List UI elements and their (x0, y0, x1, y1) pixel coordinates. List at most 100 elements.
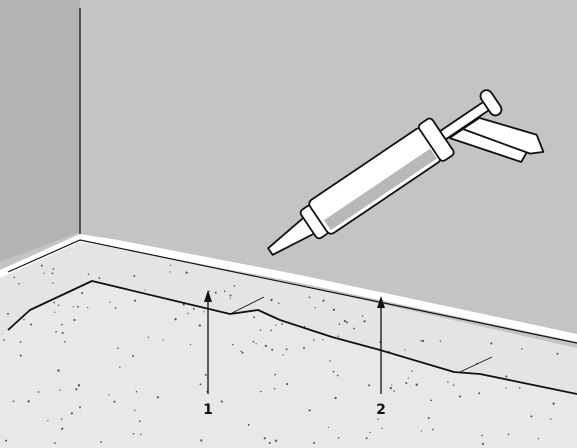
speckle-dot (140, 433, 142, 436)
speckle-dot (260, 390, 262, 393)
speckle-dot (407, 377, 409, 379)
speckle-dot (214, 291, 217, 294)
speckle-dot (60, 418, 63, 420)
speckle-dot (421, 339, 425, 343)
speckle-dot (277, 302, 280, 305)
speckle-dot (37, 391, 40, 393)
speckle-dot (490, 342, 493, 345)
speckle-dot (253, 316, 256, 319)
speckle-dot (114, 307, 117, 309)
callout-2-label: 2 (376, 402, 386, 418)
speckle-dot (52, 268, 55, 270)
speckle-dot (133, 299, 137, 302)
speckle-dot (81, 291, 84, 295)
speckle-dot (57, 369, 60, 372)
speckle-dot (162, 339, 164, 341)
speckle-dot (363, 320, 366, 323)
speckle-dot (132, 432, 135, 435)
gun-plunger-knob (479, 89, 503, 117)
gun-handle (461, 116, 545, 155)
speckle-dot (77, 305, 79, 308)
speckle-dot (241, 351, 244, 354)
speckle-dot (268, 442, 271, 444)
speckle-dot (255, 343, 257, 345)
speckle-dot (247, 423, 250, 426)
speckle-dot (478, 392, 481, 395)
speckle-dot (185, 271, 188, 274)
wall-left-side (0, 0, 80, 262)
speckle-dot (259, 329, 262, 331)
speckle-dot (18, 282, 20, 285)
speckle-dot (174, 318, 177, 321)
speckle-dot (208, 290, 210, 293)
speckle-dot (59, 389, 61, 391)
speckle-dot (57, 304, 60, 306)
callout-1-arrowhead (204, 290, 212, 302)
speckle-dot (270, 298, 273, 302)
speckle-dot (336, 374, 339, 377)
screed-speckles (3, 264, 559, 446)
speckle-dot (43, 272, 45, 274)
speckle-dot (389, 386, 392, 390)
speckle-dot (170, 264, 172, 266)
speckle-dot (30, 323, 33, 326)
speckle-dot (51, 272, 54, 275)
speckle-dot (55, 330, 57, 333)
speckle-dot (314, 307, 316, 309)
speckle-dot (481, 434, 483, 437)
speckle-dot (53, 301, 56, 304)
speckle-dot (135, 390, 138, 393)
speckle-dot (64, 340, 66, 343)
speckle-dot (404, 349, 406, 351)
speckle-dot (12, 400, 15, 403)
speckle-dot (200, 439, 203, 442)
speckle-dot (275, 324, 277, 326)
speckle-dot (518, 386, 521, 389)
speckle-dot (233, 284, 236, 287)
joint-crack-2 (459, 356, 493, 373)
speckle-dot (77, 384, 81, 387)
speckle-dot (270, 329, 272, 332)
speckle-dot (286, 383, 289, 386)
speckle-dot (459, 395, 462, 398)
speckle-dot (552, 402, 555, 405)
joint-crack-1 (231, 296, 265, 314)
speckle-dot (23, 318, 25, 321)
speckle-dot (353, 327, 355, 330)
speckle-dot (273, 387, 276, 390)
speckle-dot (550, 418, 552, 420)
speckle-dot (61, 427, 64, 430)
speckle-dot (507, 433, 510, 436)
speckle-dot (537, 438, 540, 440)
speckle-dot (346, 321, 349, 324)
speckle-dot (427, 417, 430, 420)
speckle-dot (439, 340, 442, 342)
speckle-dot (72, 306, 75, 308)
speckle-dot (369, 431, 371, 434)
speckle-dot (313, 441, 316, 444)
speckle-dot (405, 382, 408, 384)
speckle-dot (313, 339, 315, 341)
speckle-dot (138, 420, 141, 423)
speckle-dot (337, 335, 339, 337)
speckle-dot (391, 384, 393, 386)
speckle-dot (98, 277, 101, 280)
speckle-dot (308, 296, 311, 299)
speckle-dot (332, 308, 336, 311)
speckle-dot (229, 294, 232, 297)
speckle-dot (447, 381, 449, 383)
speckle-dot (556, 352, 559, 355)
sealant-bead (0, 234, 577, 342)
speckle-dot (271, 348, 274, 351)
layer-joint-line (7, 280, 577, 395)
speckle-dot (322, 339, 324, 341)
speckle-dot (5, 439, 8, 442)
speckle-dot (332, 370, 335, 373)
speckle-dot (134, 409, 136, 411)
speckle-dot (377, 418, 379, 420)
callout-1-label: 1 (203, 402, 213, 418)
speckle-dot (199, 383, 202, 386)
speckle-dot (505, 387, 507, 389)
speckle-dot (430, 399, 432, 402)
speckle-dot (420, 430, 423, 432)
